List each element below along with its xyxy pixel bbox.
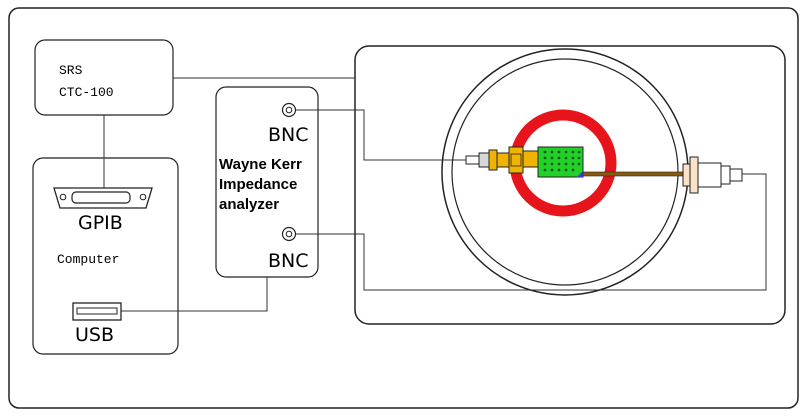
bnc-top-connector [281,102,297,118]
bnc-bottom-label: BNC [268,250,309,272]
sample-rod [582,171,684,177]
outer-frame [8,7,799,409]
srs-ctc100-box [34,39,174,116]
sample-connector [465,146,539,174]
usb-label: USB [75,324,115,346]
srs-label: SRS [59,63,83,78]
analyzer-label-line2: Impedance [219,176,298,193]
gpib-label: GPIB [78,212,123,234]
feedthrough-connector [682,156,743,194]
sample-chip [537,146,584,178]
computer-label: Computer [57,252,120,267]
wire-bnc-top-to-sample [296,109,466,161]
analyzer-label-line1: Wayne Kerr [219,156,302,173]
wire-usb-to-analyzer [121,277,268,312]
usb-port [72,302,122,321]
cryostat-box [354,45,786,325]
computer-box [32,157,179,355]
bnc-bottom-connector [281,226,297,242]
gpib-connector [53,187,153,209]
wire-bnc-bottom-to-feedthrough [296,173,767,291]
ctc100-label: CTC-100 [59,85,114,100]
analyzer-label-line3: analyzer [219,196,280,213]
bnc-top-label: BNC [268,124,309,146]
